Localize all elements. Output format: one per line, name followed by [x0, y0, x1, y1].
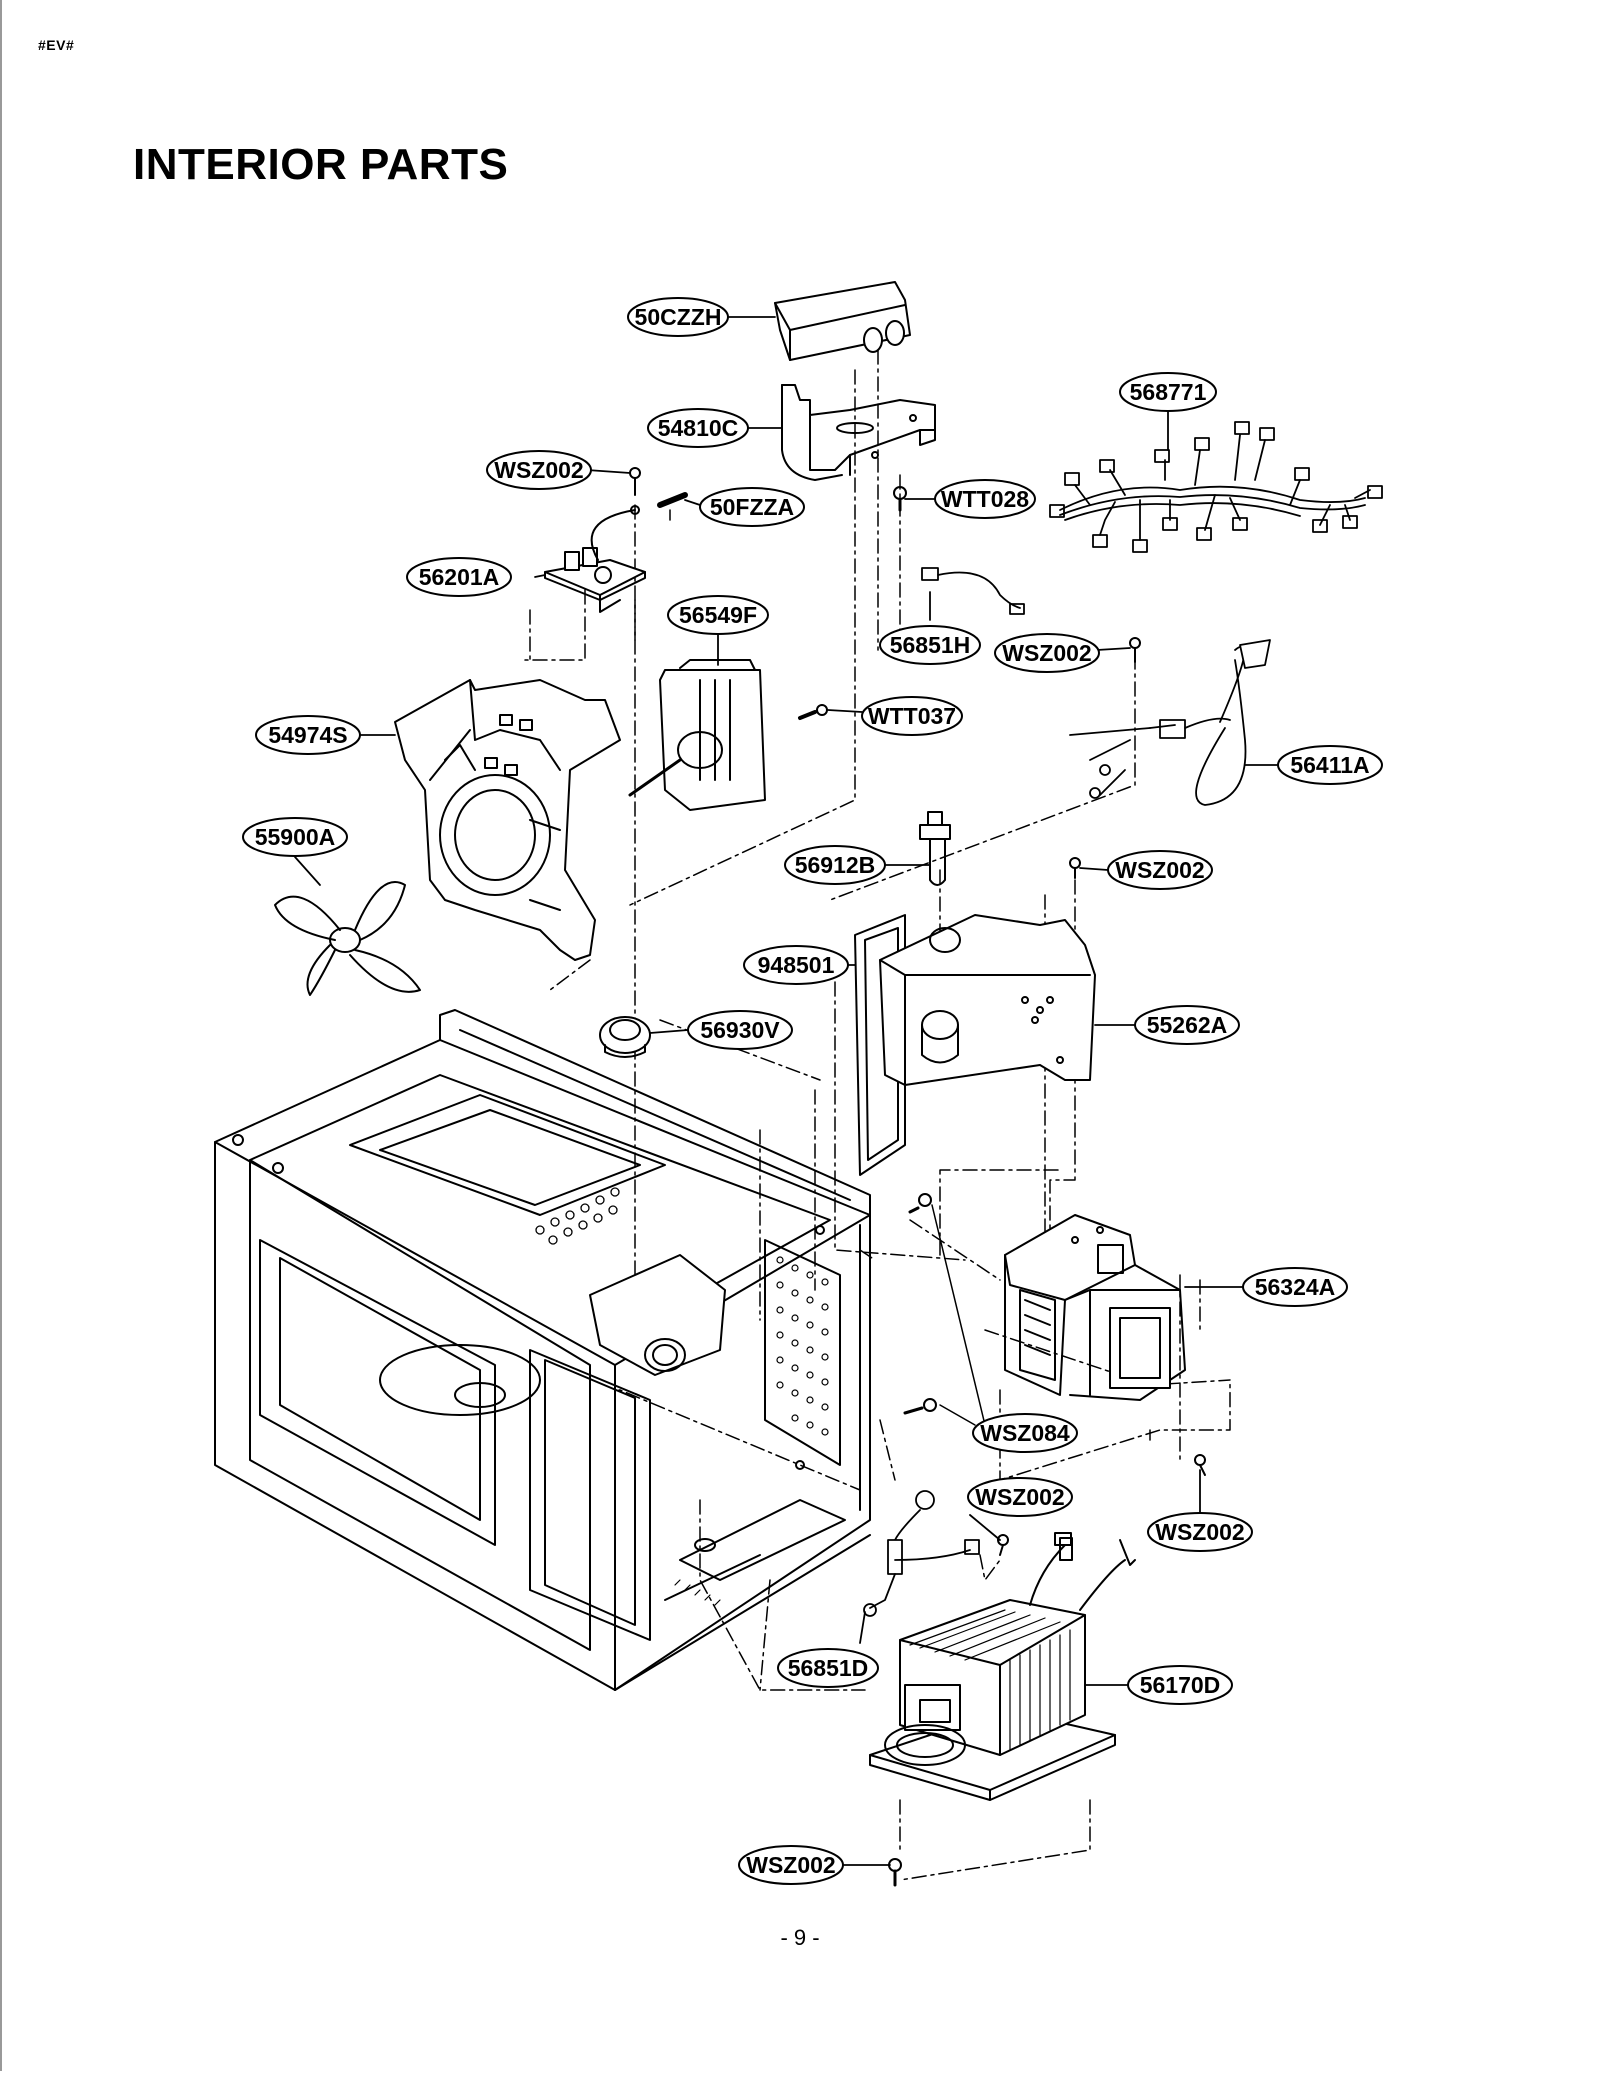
- part-number-label: 55262A: [1147, 1012, 1228, 1038]
- part-callouts: 50CZZH 54810C 568771 WSZ002 50FZZA WTT02…: [242, 297, 1383, 1885]
- callout-50FZZA: 50FZZA: [699, 487, 805, 527]
- callout-56324A: 56324A: [1242, 1267, 1348, 1307]
- part-number-label: WTT028: [941, 486, 1029, 512]
- callout-56851D: 56851D: [777, 1648, 879, 1688]
- leader-lines: [294, 316, 1279, 1866]
- screw-wsz002-center: [1069, 857, 1081, 879]
- callout-54974S: 54974S: [255, 715, 361, 755]
- board-56201A: [544, 505, 646, 613]
- fan-blade-55900A: [274, 881, 421, 996]
- callout-WSZ084: WSZ084: [972, 1413, 1078, 1453]
- screw-wtt028: [893, 486, 907, 512]
- capacitor-50CZZH: [774, 281, 911, 361]
- part-number-label: WTT037: [868, 703, 956, 729]
- part-number-label: WSZ002: [494, 457, 583, 483]
- part-number-label: 56201A: [419, 564, 500, 590]
- callout-568771: 568771: [1119, 372, 1217, 412]
- callout-WTT028: WTT028: [934, 479, 1036, 519]
- transformer-56170D: [869, 1532, 1136, 1801]
- thermistor-56912B: [919, 811, 951, 886]
- part-number-label: 56930V: [700, 1017, 780, 1043]
- screw-wsz002-top-left: [629, 467, 641, 496]
- part-number-label: 56549F: [679, 602, 757, 628]
- oven-cavity-body: [214, 1009, 871, 1691]
- part-number-label: 56912B: [795, 852, 876, 878]
- part-number-label: WSZ002: [746, 1852, 835, 1878]
- part-number-label: 56324A: [1255, 1274, 1336, 1300]
- callout-56930V: 56930V: [687, 1010, 793, 1050]
- callout-56201A: 56201A: [406, 557, 512, 597]
- part-number-label: 50CZZH: [635, 304, 722, 330]
- thermal-fuse-56851H: [921, 567, 1025, 615]
- callout-55900A: 55900A: [242, 817, 348, 857]
- callout-56549F: 56549F: [667, 595, 769, 635]
- magnetron-56324A: [1004, 1214, 1186, 1401]
- part-number-label: 54810C: [658, 415, 739, 441]
- page-title: INTERIOR PARTS: [133, 140, 509, 189]
- callout-WSZ002-b: WSZ002: [994, 633, 1100, 673]
- wire-harness-568771: [1049, 421, 1383, 553]
- part-number-label: WSZ084: [980, 1420, 1070, 1446]
- part-number-label: 50FZZA: [710, 494, 794, 520]
- callout-948501: 948501: [743, 945, 849, 985]
- screw-wsz002-bottom: [888, 1858, 902, 1887]
- callout-55262A: 55262A: [1134, 1005, 1240, 1045]
- part-number-label: WSZ002: [1115, 857, 1204, 883]
- callout-WSZ002-f: WSZ002: [738, 1845, 844, 1885]
- bracket-54810C: [781, 384, 936, 481]
- screw-wsz002-middle-right: [1129, 637, 1141, 663]
- screws-wsz084: [903, 1193, 986, 1426]
- part-number-label: 56851H: [890, 632, 971, 658]
- page-number: - 9 -: [780, 1925, 820, 1950]
- part-number-label: 56170D: [1140, 1672, 1221, 1698]
- screw-wsz002-bottom-center: [997, 1534, 1009, 1556]
- callout-WSZ002-a: WSZ002: [486, 450, 592, 490]
- callout-WSZ002-c: WSZ002: [1107, 850, 1213, 890]
- pin-50FZZA: [657, 492, 688, 508]
- callout-50CZZH: 50CZZH: [627, 297, 729, 337]
- part-number-label: WSZ002: [1155, 1519, 1244, 1545]
- part-number-label: 948501: [758, 952, 835, 978]
- fan-motor-56549F: [628, 659, 766, 811]
- power-cord-56411A: [1069, 639, 1271, 806]
- screw-wtt037: [798, 704, 828, 720]
- callout-56170D: 56170D: [1127, 1665, 1233, 1705]
- turntable-motor-56930V: [599, 1016, 651, 1058]
- fuse-56851D: [863, 1490, 980, 1617]
- callout-54810C: 54810C: [647, 408, 749, 448]
- document-code: #EV#: [38, 37, 75, 53]
- part-number-label: 56851D: [788, 1655, 869, 1681]
- part-number-label: 56411A: [1290, 752, 1369, 778]
- part-number-label: WSZ002: [1002, 640, 1091, 666]
- callout-56912B: 56912B: [784, 845, 886, 885]
- part-number-label: 55900A: [255, 824, 336, 850]
- mount-plate-55262A: [879, 914, 1096, 1086]
- callout-56851H: 56851H: [879, 625, 981, 665]
- callout-WTT037: WTT037: [861, 696, 963, 736]
- part-number-label: 568771: [1130, 379, 1207, 405]
- part-number-label: WSZ002: [975, 1484, 1064, 1510]
- part-number-label: 54974S: [268, 722, 347, 748]
- screw-wsz002-lower-right: [1194, 1454, 1206, 1476]
- callout-WSZ002-e: WSZ002: [1147, 1512, 1253, 1552]
- callout-56411A: 56411A: [1277, 745, 1383, 785]
- callout-WSZ002-d: WSZ002: [967, 1477, 1073, 1517]
- fan-housing-54974S: [394, 679, 621, 961]
